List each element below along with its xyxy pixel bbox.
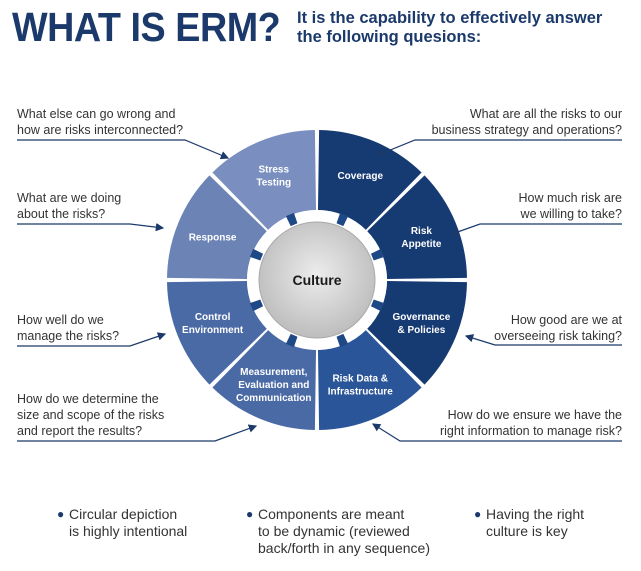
question-line: manage the risks? bbox=[17, 329, 120, 343]
question-line: right information to manage risk? bbox=[439, 424, 622, 438]
question-line: What are we doing bbox=[17, 191, 122, 205]
segment-label-risk-data: Risk Data &Infrastructure bbox=[328, 373, 393, 397]
question-line: How good are we at bbox=[510, 313, 622, 327]
segment-coverage bbox=[317, 130, 422, 230]
question-all-the-risks: What are all the risks to our business s… bbox=[432, 106, 622, 138]
question-line: about the risks? bbox=[17, 207, 106, 221]
bullet-line: Components are meant bbox=[258, 506, 405, 522]
question-how-do-we-ensure: How do we ensure we have the right infor… bbox=[440, 407, 622, 439]
ring-tick bbox=[249, 299, 264, 312]
ring-tick bbox=[370, 299, 385, 312]
leader-arrow bbox=[376, 139, 622, 157]
bullet-line: to be dynamic (reviewed bbox=[258, 523, 410, 539]
bullet-line: is highly intentional bbox=[69, 523, 188, 539]
question-line: What else can go wrong and bbox=[17, 107, 176, 121]
segment-risk-data bbox=[317, 330, 422, 430]
question-line: What are all the risks to our bbox=[469, 107, 622, 121]
bullet-components-dynamic: ● Components are meant to be dynamic (re… bbox=[246, 506, 430, 557]
subtitle-line-1: It is the capability to effectively answ… bbox=[297, 9, 603, 27]
bullet-dot-icon: ● bbox=[474, 507, 482, 521]
bullet-line: Having the right bbox=[486, 506, 585, 522]
question-line: How much risk are bbox=[518, 191, 623, 205]
page-subtitle: It is the capability to effectively answ… bbox=[297, 9, 637, 47]
ring-tick bbox=[249, 248, 264, 261]
question-what-are-we-doing: What are we doing about the risks? bbox=[17, 190, 121, 222]
leader-arrows bbox=[17, 139, 622, 442]
question-how-good: How good are we at overseeing risk takin… bbox=[494, 312, 622, 344]
culture-circle bbox=[258, 221, 376, 339]
segment-response bbox=[167, 175, 267, 280]
leader-arrow bbox=[17, 424, 258, 442]
segment-measurement bbox=[212, 330, 317, 430]
question-line: we willing to take? bbox=[520, 207, 622, 221]
question-how-do-we-determine: How do we determine the size and scope o… bbox=[17, 391, 164, 439]
question-line: how are risks interconnected? bbox=[17, 123, 184, 137]
segment-control bbox=[167, 280, 267, 385]
bullet-line: back/forth in any sequence) bbox=[258, 540, 430, 556]
question-line: size and scope of the risks bbox=[17, 408, 165, 422]
subtitle-line-2: the following quesions: bbox=[297, 28, 482, 46]
segment-risk-appetite bbox=[367, 175, 467, 280]
question-how-well: How well do we manage the risks? bbox=[17, 312, 119, 344]
question-line: How well do we bbox=[17, 313, 104, 327]
bullet-line: Circular depiction bbox=[69, 506, 178, 522]
ring-tick bbox=[285, 333, 298, 348]
segment-label-response: Response bbox=[189, 232, 237, 243]
segment-governance bbox=[367, 280, 467, 385]
bullet-line: culture is key bbox=[486, 523, 568, 539]
leader-arrow bbox=[450, 223, 622, 236]
ring-tick bbox=[336, 333, 349, 348]
question-how-much-risk: How much risk are we willing to take? bbox=[519, 190, 623, 222]
bullet-circular-depiction: ● Circular depiction is highly intention… bbox=[57, 506, 187, 540]
leader-arrow bbox=[464, 334, 622, 346]
leader-arrow bbox=[371, 423, 622, 442]
question-line: How do we ensure we have the bbox=[447, 408, 622, 422]
ring-tick bbox=[285, 212, 298, 227]
leader-arrow bbox=[17, 222, 165, 232]
segment-stress bbox=[212, 130, 317, 230]
segment-label-governance: Governance& Policies bbox=[392, 312, 450, 336]
question-line: and report the results? bbox=[17, 424, 143, 438]
question-line: overseeing risk taking? bbox=[494, 329, 622, 343]
leader-arrow bbox=[17, 332, 167, 347]
wheel-segments bbox=[167, 130, 467, 430]
ring-ticks bbox=[249, 212, 385, 348]
question-line: How do we determine the bbox=[17, 392, 159, 406]
ring-tick bbox=[370, 248, 385, 261]
bullet-dot-icon: ● bbox=[246, 507, 254, 521]
segment-label-coverage: Coverage bbox=[337, 171, 383, 182]
bullet-dot-icon: ● bbox=[57, 507, 65, 521]
page-title: WHAT IS ERM? bbox=[12, 4, 281, 50]
culture-label: Culture bbox=[293, 272, 342, 288]
question-line: business strategy and operations? bbox=[431, 123, 622, 137]
leader-arrow bbox=[17, 139, 230, 160]
bullet-right-culture: ● Having the right culture is key bbox=[474, 506, 584, 540]
ring-tick bbox=[336, 212, 349, 227]
question-what-else-can-go-wrong: What else can go wrong and how are risks… bbox=[17, 106, 183, 138]
